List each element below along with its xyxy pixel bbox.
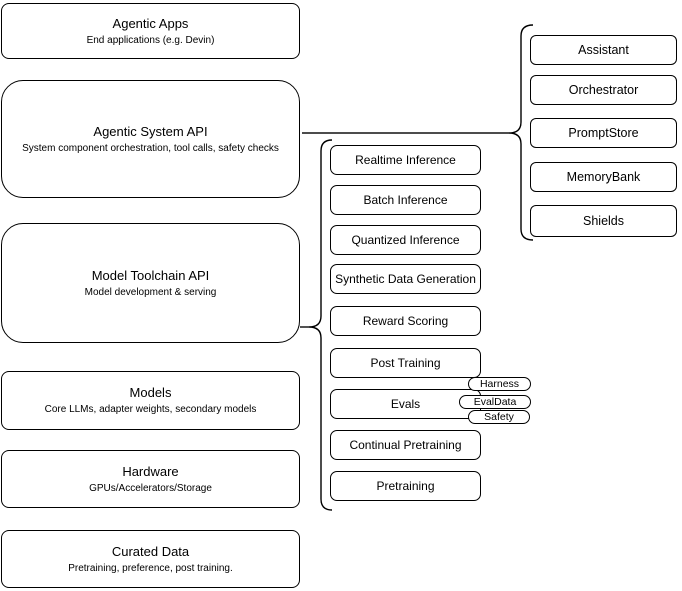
node-title: Curated Data <box>111 543 190 559</box>
node-model-toolchain-api: Model Toolchain API Model development & … <box>1 223 300 343</box>
node-label: Pretraining <box>376 478 435 493</box>
tag-safety: Safety <box>468 410 530 424</box>
node-orchestrator: Orchestrator <box>530 75 677 105</box>
node-agentic-apps: Agentic Apps End applications (e.g. Devi… <box>1 3 300 59</box>
node-subtitle: Model development & serving <box>84 286 217 298</box>
node-evals: Evals <box>330 389 481 419</box>
node-subtitle: Pretraining, preference, post training. <box>68 562 233 574</box>
node-title: Models <box>129 385 172 400</box>
node-label: Continual Pretraining <box>349 437 462 452</box>
node-subtitle: End applications (e.g. Devin) <box>86 34 215 46</box>
node-label: Evals <box>390 396 421 411</box>
node-label: Quantized Inference <box>351 232 460 247</box>
node-subtitle: System component orchestration, tool cal… <box>22 142 279 154</box>
node-label: Orchestrator <box>568 82 639 97</box>
node-batch-inference: Batch Inference <box>330 185 481 215</box>
node-label: Post Training <box>370 355 441 370</box>
node-curated-data: Curated Data Pretraining, preference, po… <box>1 530 300 588</box>
node-promptstore: PromptStore <box>530 118 677 148</box>
node-assistant: Assistant <box>530 35 677 65</box>
tag-harness: Harness <box>468 377 531 391</box>
node-title: Model Toolchain API <box>91 267 210 283</box>
node-memorybank: MemoryBank <box>530 162 677 192</box>
node-pretraining: Pretraining <box>330 471 481 501</box>
node-title: Agentic System API <box>93 123 208 139</box>
node-title: Agentic Apps <box>112 15 189 31</box>
node-label: Realtime Inference <box>355 152 456 167</box>
node-label: Synthetic Data Generation <box>335 271 476 286</box>
node-hardware: Hardware GPUs/Accelerators/Storage <box>1 450 300 508</box>
node-continual-pretraining: Continual Pretraining <box>330 430 481 460</box>
node-label: MemoryBank <box>566 169 641 184</box>
node-subtitle: Core LLMs, adapter weights, secondary mo… <box>44 404 257 415</box>
node-synthetic-data-generation: Synthetic Data Generation <box>330 264 481 294</box>
node-reward-scoring: Reward Scoring <box>330 306 481 336</box>
node-title: Hardware <box>122 463 179 479</box>
node-label: Batch Inference <box>363 192 448 207</box>
node-label: Shields <box>583 213 624 228</box>
node-models: Models Core LLMs, adapter weights, secon… <box>1 371 300 430</box>
node-realtime-inference: Realtime Inference <box>330 145 481 175</box>
node-label: PromptStore <box>568 125 639 140</box>
node-label: Reward Scoring <box>362 313 449 328</box>
tag-evaldata: EvalData <box>459 395 531 409</box>
node-subtitle: GPUs/Accelerators/Storage <box>89 482 212 494</box>
node-post-training: Post Training <box>330 348 481 378</box>
brace-toolchain <box>308 139 333 511</box>
node-shields: Shields <box>530 205 677 237</box>
node-agentic-system-api: Agentic System API System component orch… <box>1 80 300 198</box>
node-label: Assistant <box>578 42 629 57</box>
node-quantized-inference: Quantized Inference <box>330 225 481 255</box>
